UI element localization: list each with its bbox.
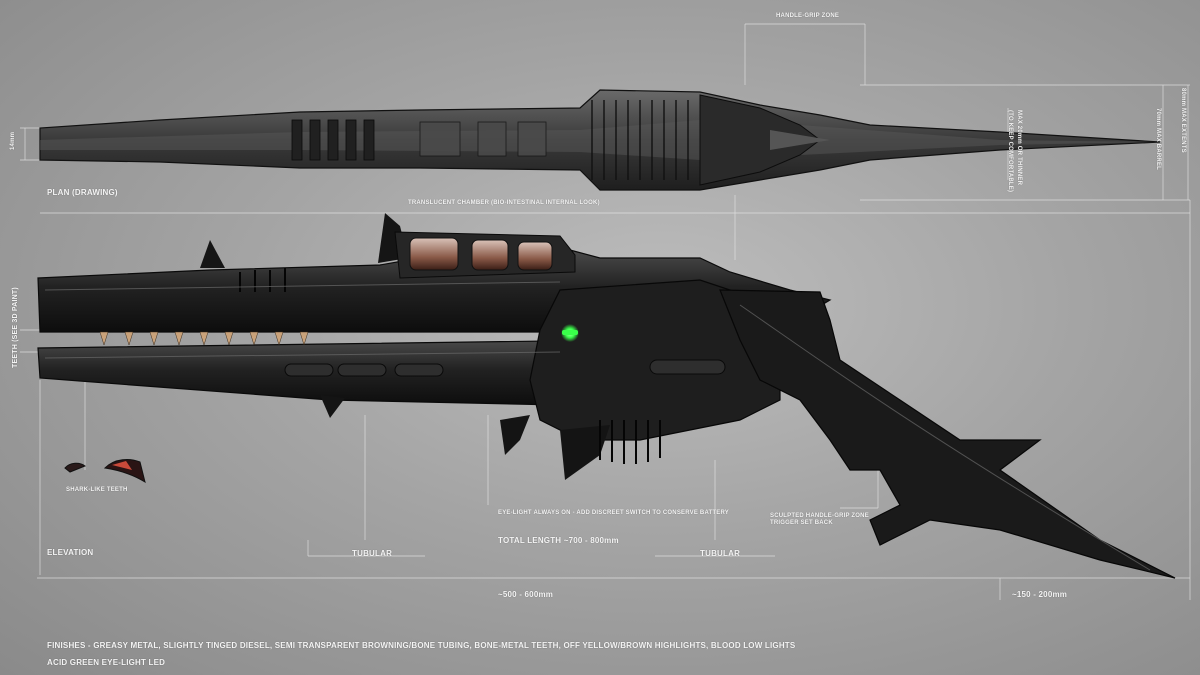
max-thinner-sub-label: (TO KEEP COMFORTABLE) [1007,110,1013,193]
tubular-label-1: TUBULAR [352,549,393,558]
extents-80-label: 80mm MAX EXTENTS [1180,88,1186,153]
translucent-chamber-windows [409,237,553,271]
eye-light-label: EYE-LIGHT ALWAYS ON - ADD DISCREET SWITC… [498,510,729,516]
translucent-chamber-label: TRANSLUCENT CHAMBER (BIO-INTESTINAL INTE… [408,200,600,206]
trigger-set-back-label: TRIGGER SET BACK [770,520,833,526]
len-500-600-label: ~500 - 600mm [498,590,554,599]
elevation-label: ELEVATION [47,548,94,557]
handle-grip-zone-label: HANDLE-GRIP ZONE [776,13,840,19]
barrel-70-label: 70mm MAX BARREL [1155,108,1161,171]
finishes-label: FINISHES - GREASY METAL, SLIGHTLY TINGED… [47,641,796,650]
plan-view-weapon [39,89,1161,191]
dimension-lines [20,23,1191,600]
max-thinner-label: MAX 20mm OR THINNER [1016,110,1022,186]
plan-label: PLAN (DRAWING) [47,188,118,197]
sculpted-grip-label: SCULPTED HANDLE-GRIP ZONE [770,513,869,519]
teeth-label: TEETH (SEE 3D PAINT) [12,287,19,368]
shark-teeth-label: SHARK-LIKE TEETH [66,487,128,493]
total-length-label: TOTAL LENGTH ~700 - 800mm [498,536,619,545]
len-150-200-label: ~150 - 200mm [1012,590,1068,599]
tubular-label-2: TUBULAR [700,549,741,558]
shark-tooth-detail [64,459,146,484]
acid-green-label: ACID GREEN EYE-LIGHT LED [47,658,166,667]
bone-metal-teeth [99,331,309,346]
green-eye-light [561,324,579,342]
elevation-view-weapon [37,213,1176,579]
dim-14mm-label: 14mm [10,131,16,150]
